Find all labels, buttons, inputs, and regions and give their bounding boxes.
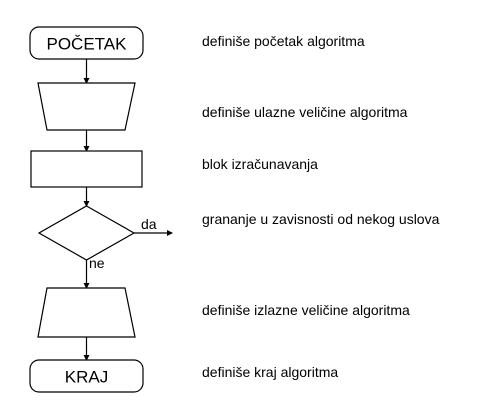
start-terminal-label: POČETAK (47, 35, 128, 54)
description-input: definiše ulazne veličine algoritma (202, 104, 408, 120)
description-decision: grananje u zavisnosti od nekog uslova (202, 211, 440, 227)
compute-block (30, 150, 143, 188)
decision-diamond (37, 205, 136, 261)
description-end: definiše kraj algoritma (202, 364, 339, 380)
description-compute: blok izračunavanja (202, 156, 318, 172)
description-output: definiše izlazne veličine algoritma (202, 302, 410, 318)
end-terminal-label: KRAJ (65, 368, 108, 387)
description-start: definiše početak algoritma (202, 33, 365, 49)
branch-no-label: ne (89, 255, 105, 271)
end-terminal (29, 359, 144, 393)
output-trapezoid (37, 287, 136, 338)
input-trapezoid (37, 82, 136, 131)
branch-yes-label: da (141, 216, 157, 232)
